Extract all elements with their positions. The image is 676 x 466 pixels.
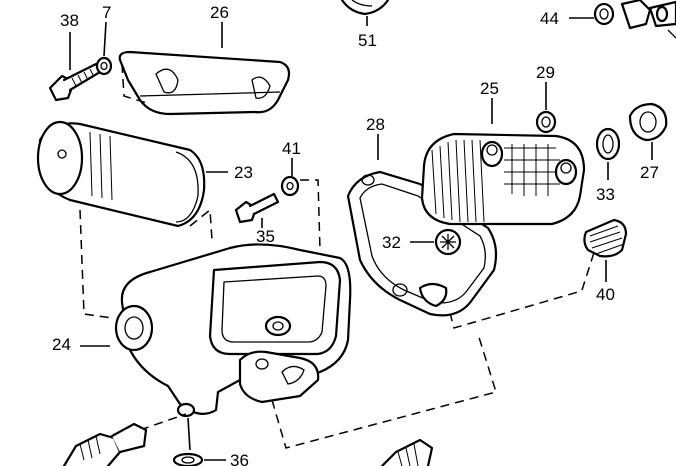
callout-41: 41 bbox=[282, 139, 301, 158]
callout-38: 38 bbox=[60, 11, 79, 30]
part-26-shield bbox=[118, 22, 291, 116]
callout-36: 36 bbox=[230, 451, 249, 466]
part-23-oil-filter bbox=[36, 120, 228, 241]
callout-51: 51 bbox=[358, 31, 377, 50]
callout-33: 33 bbox=[596, 185, 615, 204]
callout-44: 44 bbox=[540, 9, 559, 28]
callout-27: 27 bbox=[640, 163, 659, 182]
callout-labels: 38 7 26 51 44 29 25 28 41 23 27 33 35 32… bbox=[52, 3, 659, 466]
callout-32: 32 bbox=[382, 233, 401, 252]
callout-29: 29 bbox=[536, 63, 555, 82]
part-38-bolt bbox=[48, 32, 102, 102]
part-7-washer bbox=[95, 21, 113, 76]
part-44 bbox=[569, 0, 676, 39]
assembly-dashed-lines bbox=[271, 239, 599, 449]
part-32-bolt bbox=[410, 228, 462, 256]
part-27-plug bbox=[628, 102, 668, 160]
bottom-center-fitting bbox=[380, 438, 434, 466]
callout-24: 24 bbox=[52, 335, 71, 354]
part-40-fitting bbox=[583, 218, 628, 282]
part-41-washer bbox=[280, 158, 321, 251]
callout-25: 25 bbox=[480, 79, 499, 98]
bottom-left-fitting bbox=[62, 413, 187, 466]
part-24-housing bbox=[79, 209, 352, 418]
callout-28: 28 bbox=[366, 115, 385, 134]
part-36-washer bbox=[172, 417, 226, 466]
part-25-oil-cooler bbox=[420, 98, 586, 226]
part-33-washer bbox=[595, 127, 621, 180]
part-28-gasket bbox=[346, 134, 498, 317]
callout-35: 35 bbox=[256, 227, 275, 246]
callout-23: 23 bbox=[234, 163, 253, 182]
callout-7: 7 bbox=[102, 3, 111, 22]
part-51 bbox=[340, 0, 390, 26]
callout-40: 40 bbox=[596, 285, 615, 304]
part-35-bolt bbox=[234, 192, 280, 228]
part-29-seal bbox=[535, 82, 557, 134]
callout-26: 26 bbox=[210, 3, 229, 22]
